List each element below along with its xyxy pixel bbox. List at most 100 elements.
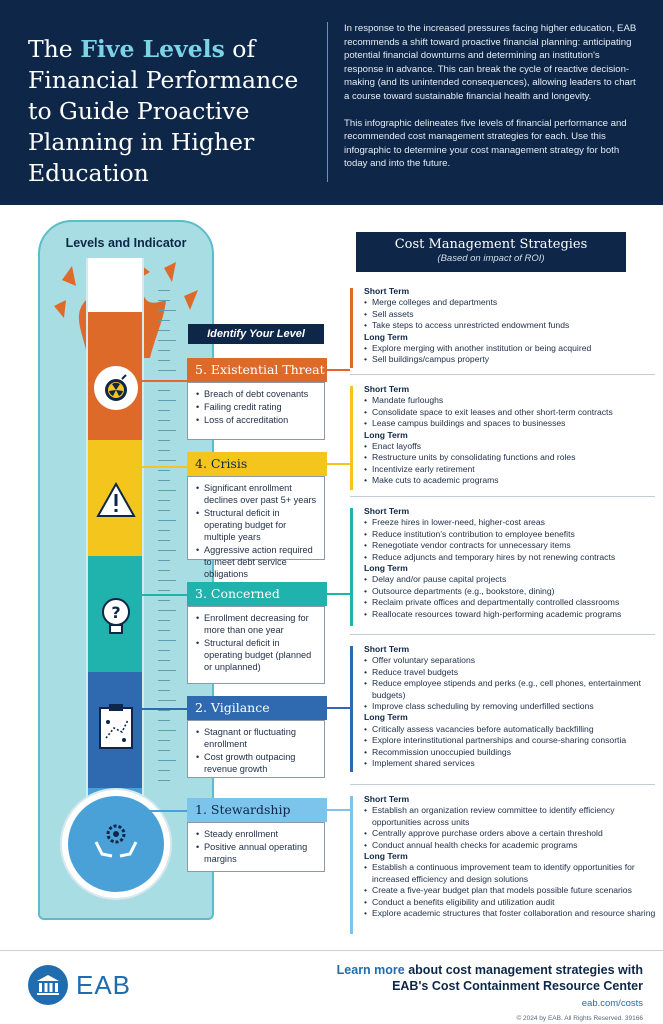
strategy-item: Explore merging with another institution… <box>364 343 656 355</box>
footer-lead: Learn more about cost management strateg… <box>323 962 643 994</box>
strategy-item: Establish a continuous improvement team … <box>364 862 656 885</box>
identify-level-label: Identify Your Level <box>188 324 324 344</box>
learn-more-link[interactable]: Learn more <box>336 963 405 977</box>
strategy-1-bar <box>350 796 353 934</box>
question-lightbulb-icon: ? <box>94 596 138 640</box>
strategy-1-block: Short Term Establish an organization rev… <box>364 794 656 920</box>
hands-gear-icon <box>94 818 138 862</box>
strategy-2-link <box>327 707 350 709</box>
strategy-item: Explore interinstitutional partnerships … <box>364 735 656 747</box>
strategy-item: Lease campus buildings and spaces to bus… <box>364 418 656 430</box>
indicator-item: Failing credit rating <box>196 401 318 413</box>
strategy-item: Reduce travel budgets <box>364 667 656 679</box>
strategy-item: Implement shared services <box>364 758 656 770</box>
level-2-connector <box>140 708 188 710</box>
long-term-label: Long Term <box>364 429 408 440</box>
level-3-heading: 3. Concerned <box>187 582 327 606</box>
level-4-heading: 4. Crisis <box>187 452 327 476</box>
strategy-item: Improve class scheduling by removing und… <box>364 701 656 713</box>
long-term-label: Long Term <box>364 851 408 862</box>
strategy-item: Freeze hires in lower-need, higher-cost … <box>364 517 656 529</box>
short-term-label: Short Term <box>364 506 410 516</box>
strategy-item: Explore academic structures that foster … <box>364 908 656 920</box>
level-2-indicators: Stagnant or fluctuating enrollment Cost … <box>187 720 325 778</box>
strategy-item: Take steps to access unrestricted endowm… <box>364 320 656 332</box>
long-term-label: Long Term <box>364 712 408 723</box>
short-term-label: Short Term <box>364 384 410 394</box>
page-title: The Five Levels of Financial Performance… <box>28 34 318 189</box>
strategy-item: Establish an organization review committ… <box>364 805 656 828</box>
long-term-label: Long Term <box>364 563 408 574</box>
strategy-item: Mandate furloughs <box>364 395 656 407</box>
strategy-item: Outsource departments (e.g., bookstore, … <box>364 586 656 598</box>
strategy-item: Create a five-year budget plan that mode… <box>364 885 656 897</box>
strategy-3-block: Short Term Freeze hires in lower-need, h… <box>364 506 656 620</box>
level-5-indicators: Breach of debt covenants Failing credit … <box>187 382 325 440</box>
warning-triangle-icon <box>94 478 138 522</box>
title-highlight: Five Levels <box>80 35 225 63</box>
strategy-item: Reduce adjuncts and temporary hires by n… <box>364 552 656 564</box>
level-5-heading: 5. Existential Threat <box>187 358 327 382</box>
strategy-item: Reallocate resources toward high-perform… <box>364 609 656 621</box>
strategy-divider <box>350 784 655 785</box>
strategy-3-link <box>327 593 350 595</box>
building-icon <box>28 965 68 1005</box>
strategy-item: Recommission unoccupied buildings <box>364 747 656 759</box>
indicator-item: Loss of accreditation <box>196 414 318 426</box>
strategy-item: Reduce employee stipends and perks (e.g.… <box>364 678 656 701</box>
strategy-3-bar <box>350 508 353 626</box>
strategies-subtitle: (Based on impact of ROI) <box>437 253 545 264</box>
strategy-item: Make cuts to academic programs <box>364 475 656 487</box>
title-prefix: The <box>28 35 81 63</box>
strategies-title: Cost Management Strategies <box>394 237 588 252</box>
strategy-5-link <box>327 369 350 371</box>
indicator-item: Enrollment decreasing for more than one … <box>196 612 318 636</box>
level-3-connector <box>140 594 188 596</box>
strategy-item: Delay and/or pause capital projects <box>364 574 656 586</box>
footer-copyright: © 2024 by EAB. All Rights Reserved. 3916… <box>516 1015 643 1022</box>
strategy-2-block: Short Term Offer voluntary separations R… <box>364 644 656 770</box>
strategy-item: Sell assets <box>364 309 656 321</box>
short-term-label: Short Term <box>364 286 410 296</box>
intro-paragraph-1: In response to the increased pressures f… <box>344 23 637 102</box>
strategy-item: Reduce institution's contribution to emp… <box>364 529 656 541</box>
thermometer-bulb <box>62 790 170 898</box>
level-3-indicators: Enrollment decreasing for more than one … <box>187 606 325 684</box>
strategy-5-bar <box>350 288 353 368</box>
strategy-item: Conduct annual health checks for academi… <box>364 840 656 852</box>
level-1-indicators: Steady enrollment Positive annual operat… <box>187 822 325 872</box>
indicator-item: Stagnant or fluctuating enrollment <box>196 726 318 750</box>
level-1-connector <box>140 810 188 812</box>
strategy-divider <box>350 496 655 497</box>
strategy-4-link <box>327 463 350 465</box>
indicator-item: Aggressive action required to meet debt … <box>196 544 318 580</box>
footer-divider <box>0 950 663 951</box>
strategy-item: Enact layoffs <box>364 441 656 453</box>
level-2-heading: 2. Vigilance <box>187 696 327 720</box>
level-4-connector <box>140 466 188 468</box>
long-term-label: Long Term <box>364 331 408 342</box>
level-1-heading: 1. Stewardship <box>187 798 327 822</box>
strategy-4-block: Short Term Mandate furloughs Consolidate… <box>364 384 656 487</box>
strategy-divider <box>350 374 655 375</box>
strategy-item: Merge colleges and departments <box>364 297 656 309</box>
strategy-item: Offer voluntary separations <box>364 655 656 667</box>
footer-url-link[interactable]: eab.com/costs <box>581 998 643 1009</box>
strategy-item: Reclaim private offices and departmental… <box>364 597 656 609</box>
strategy-item: Restructure units by consolidating funct… <box>364 452 656 464</box>
strategy-item: Sell buildings/campus property <box>364 354 656 366</box>
header-divider <box>327 22 328 182</box>
intro-paragraph-2: This infographic delineates five levels … <box>344 117 627 170</box>
indicator-item: Structural deficit in operating budget (… <box>196 637 318 673</box>
indicator-item: Breach of debt covenants <box>196 388 318 400</box>
level-5-connector <box>140 380 188 382</box>
indicator-item: Cost growth outpacing revenue growth <box>196 751 318 775</box>
level-4-indicators: Significant enrollment declines over pas… <box>187 476 325 579</box>
eab-logo[interactable]: EAB <box>28 965 131 1005</box>
strategy-item: Incentivize early retirement <box>364 464 656 476</box>
short-term-label: Short Term <box>364 644 410 654</box>
thermometer-ticks <box>158 290 180 790</box>
strategy-5-block: Short Term Merge colleges and department… <box>364 286 656 366</box>
panel-title: Levels and Indicator <box>65 236 187 250</box>
strategy-1-link <box>327 809 350 811</box>
